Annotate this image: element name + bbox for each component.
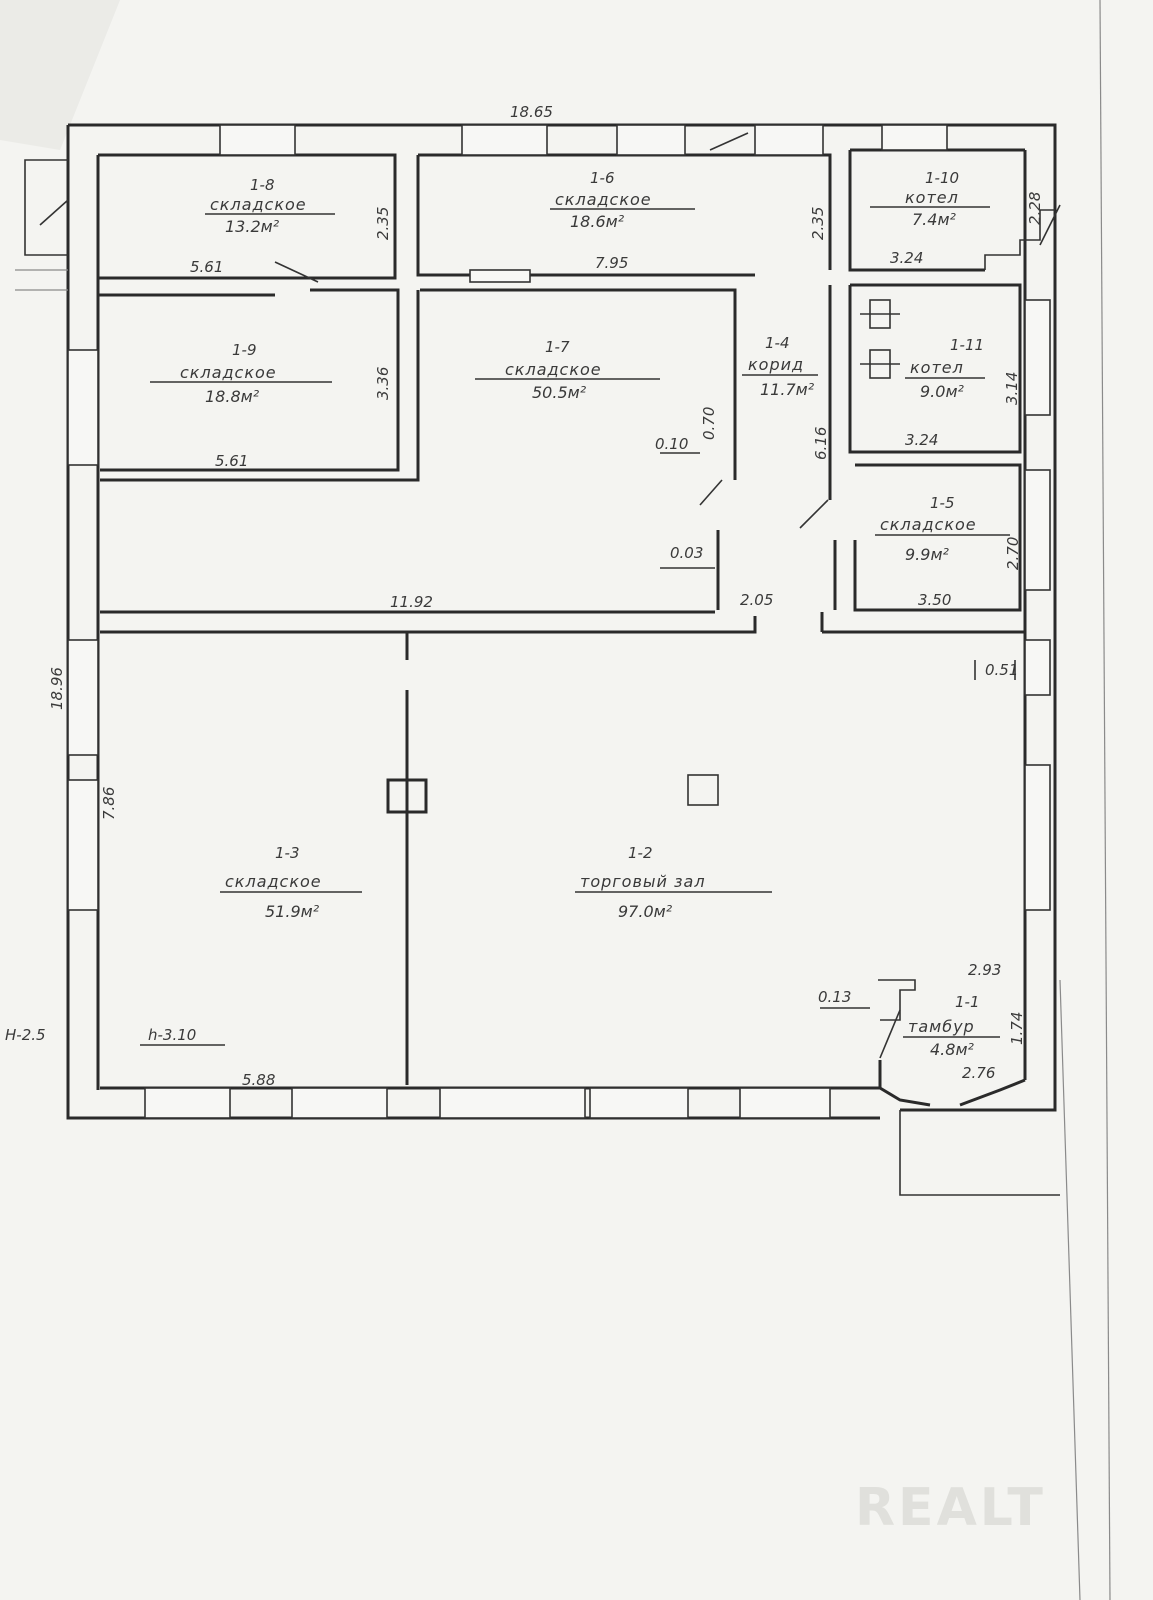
room-name: складское xyxy=(180,363,277,382)
paper-fold xyxy=(0,0,120,150)
dim-label: 5.88 xyxy=(242,1071,275,1089)
room-1-10: 1-10 котел 7.4м² xyxy=(870,169,990,229)
dim-label: 1.74 xyxy=(1008,1012,1026,1045)
dimension-labels: 18.65 2.35 5.61 2.35 7.95 2.28 3.24 3.36… xyxy=(48,103,1044,1089)
dim-label: 7.95 xyxy=(595,254,628,272)
dim-label: 5.61 xyxy=(215,452,248,470)
dim-label: 2.70 xyxy=(1004,537,1022,570)
room-name: торговый зал xyxy=(580,872,706,891)
room-name: котел xyxy=(905,188,959,207)
room-area: 97.0м² xyxy=(618,902,673,921)
room-number: 1-8 xyxy=(250,176,275,194)
dim-label: 2.05 xyxy=(740,591,773,609)
room-1-1: 1-1 тамбур 4.8м² xyxy=(903,993,1000,1059)
room-1-4: 1-4 корид 11.7м² xyxy=(742,334,818,399)
room-area: 9.9м² xyxy=(905,545,950,564)
dim-label: 0.51 xyxy=(985,661,1018,679)
dim-label: 0.70 xyxy=(700,407,718,440)
room-area: 18.6м² xyxy=(570,212,625,231)
room-number: 1-10 xyxy=(925,169,959,187)
room-number: 1-3 xyxy=(275,844,300,862)
room-1-7: 1-7 складское 50.5м² xyxy=(475,338,660,402)
dimension-ticks xyxy=(660,452,1016,1009)
room-number: 1-6 xyxy=(590,169,615,187)
room-1-8: 1-8 складское 13.2м² xyxy=(205,176,335,236)
dim-label: 11.92 xyxy=(390,593,433,611)
dim-label: 2.35 xyxy=(809,207,827,240)
room-name: корид xyxy=(748,355,804,374)
room-name: котел xyxy=(910,358,964,377)
dim-label: 3.50 xyxy=(918,591,951,609)
room-area: 7.4м² xyxy=(912,210,957,229)
room-1-3: 1-3 складское 51.9м² xyxy=(220,844,362,921)
paper-edge xyxy=(1099,0,1111,1600)
room-1-9: 1-9 складское 18.8м² xyxy=(150,341,332,406)
dim-label: 7.86 xyxy=(100,787,118,820)
room-area: 11.7м² xyxy=(760,380,815,399)
room-area: 50.5м² xyxy=(532,383,587,402)
dim-label: 2.76 xyxy=(962,1064,995,1082)
windows xyxy=(67,124,1051,1119)
dim-label: 0.03 xyxy=(670,544,703,562)
height-note: h-3.10 xyxy=(148,1026,196,1044)
dim-label: 18.65 xyxy=(510,103,553,121)
room-area: 4.8м² xyxy=(930,1040,975,1059)
dim-label: 0.13 xyxy=(818,988,851,1006)
room-1-5: 1-5 складское 9.9м² xyxy=(875,494,1010,564)
dim-label: 6.16 xyxy=(812,427,830,460)
room-1-2: 1-2 торговый зал 97.0м² xyxy=(575,844,772,921)
door-swings xyxy=(274,132,829,529)
boiler-symbols xyxy=(860,299,900,379)
watermark-logo: REALT xyxy=(855,1478,1046,1538)
room-name: складское xyxy=(880,515,977,534)
dim-label: 2.93 xyxy=(968,961,1001,979)
room-number: 1-11 xyxy=(950,336,984,354)
dim-label: 3.24 xyxy=(890,249,923,267)
room-labels: 1-8 складское 13.2м² 1-6 складское 18.6м… xyxy=(150,169,1010,1059)
room-area: 13.2м² xyxy=(225,217,280,236)
room-number: 1-9 xyxy=(232,341,257,359)
room-number: 1-5 xyxy=(930,494,955,512)
margin-note: H-2.5 xyxy=(5,1026,46,1044)
room-number: 1-2 xyxy=(628,844,653,862)
room-name: складское xyxy=(225,872,322,891)
dim-label: 3.24 xyxy=(905,431,938,449)
room-area: 51.9м² xyxy=(265,902,320,921)
dim-label: 2.35 xyxy=(374,207,392,240)
dim-label: 3.14 xyxy=(1003,372,1021,405)
room-area: 18.8м² xyxy=(205,387,260,406)
room-name: складское xyxy=(505,360,602,379)
dim-label: 0.10 xyxy=(655,435,688,453)
room-1-11: 1-11 котел 9.0м² xyxy=(905,336,985,401)
room-area: 9.0м² xyxy=(920,382,965,401)
dim-label: 5.61 xyxy=(190,258,223,276)
room-1-6: 1-6 складское 18.6м² xyxy=(550,169,695,231)
room-name: тамбур xyxy=(908,1017,975,1036)
room-number: 1-4 xyxy=(765,334,790,352)
dim-label: 2.28 xyxy=(1026,192,1044,225)
room-number: 1-1 xyxy=(955,993,980,1011)
dim-label: 18.96 xyxy=(48,667,66,710)
dim-label: 3.36 xyxy=(374,367,392,400)
room-name: складское xyxy=(555,190,652,209)
room-name: складское xyxy=(210,195,307,214)
room-number: 1-7 xyxy=(545,338,570,356)
